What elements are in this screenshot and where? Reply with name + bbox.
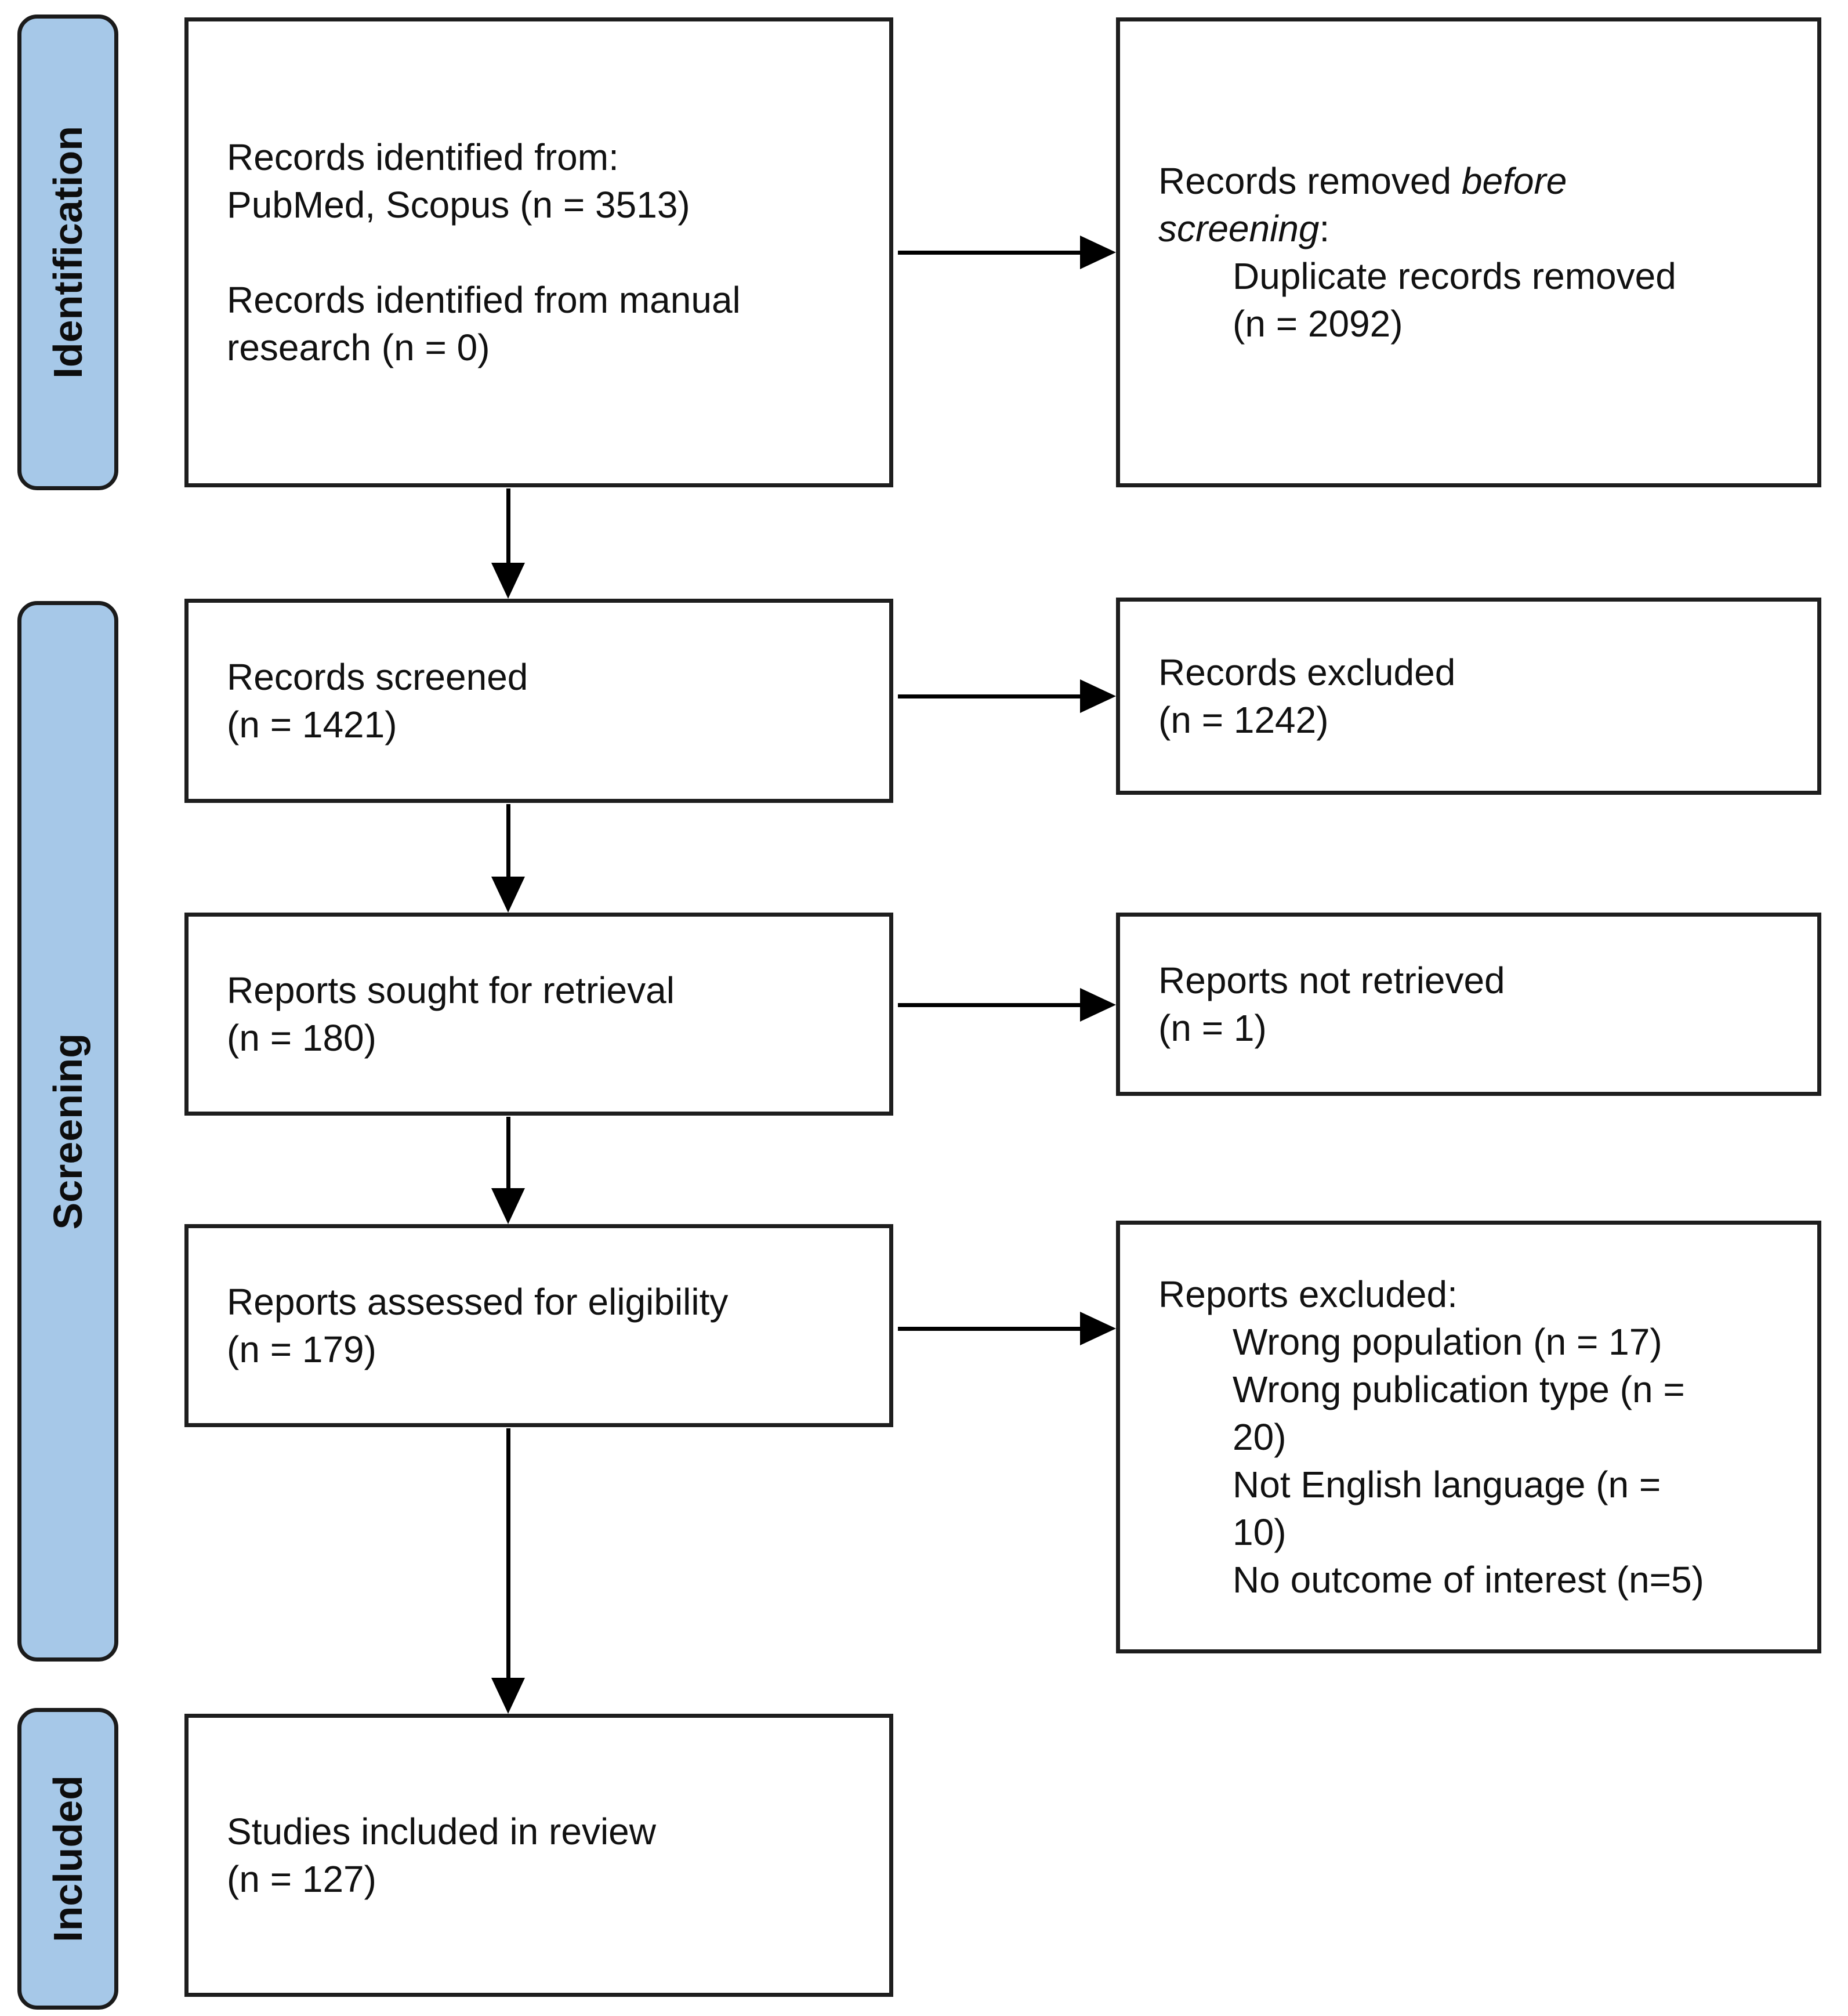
- box-records-removed: Records removed before screening: Duplic…: [1116, 17, 1821, 487]
- box-records-screened: Records screened (n = 1421): [184, 599, 893, 803]
- records-removed-item-duplicates: Duplicate records removed (n = 2092): [1233, 255, 1676, 345]
- box-records-excluded: Records excluded (n = 1242): [1116, 598, 1821, 795]
- records-removed-title-prefix: Records removed: [1158, 160, 1462, 202]
- box-reports-sought: Reports sought for retrieval (n = 180): [184, 913, 893, 1116]
- records-removed-title-suffix: :: [1319, 208, 1330, 249]
- stage-label-included: Included: [45, 1775, 90, 1942]
- box-records-identified: Records identified from: PubMed, Scopus …: [184, 17, 893, 487]
- stage-label-screening: Screening: [45, 1033, 90, 1230]
- arrow-line: [898, 1003, 1084, 1007]
- arrow-head: [491, 877, 525, 913]
- stage-bar-screening: Screening: [17, 601, 118, 1662]
- reports-sought-text: Reports sought for retrieval (n = 180): [227, 969, 675, 1059]
- reports-excluded-item-no-outcome: No outcome of interest (n=5): [1233, 1559, 1704, 1601]
- arrow-head: [1080, 988, 1116, 1022]
- arrow-line: [898, 694, 1084, 698]
- arrow-head: [1080, 236, 1116, 269]
- stage-label-identification: Identification: [45, 126, 90, 379]
- arrow-line: [506, 488, 510, 567]
- reports-excluded-title: Reports excluded:: [1158, 1273, 1458, 1315]
- arrow-line: [506, 1117, 510, 1191]
- box-reports-assessed: Reports assessed for eligibility (n = 17…: [184, 1224, 893, 1427]
- arrow-head: [491, 1188, 525, 1224]
- reports-assessed-text: Reports assessed for eligibility (n = 17…: [227, 1281, 729, 1370]
- reports-excluded-item-wrong-population: Wrong population (n = 17): [1233, 1321, 1662, 1363]
- arrow-head: [491, 1678, 525, 1714]
- records-identified-manual-text: Records identified from manual research …: [227, 279, 741, 368]
- records-screened-text: Records screened (n = 1421): [227, 656, 528, 745]
- records-identified-databases-text: Records identified from: PubMed, Scopus …: [227, 136, 690, 226]
- reports-excluded-item-not-english: Not English language (n = 10): [1233, 1464, 1661, 1553]
- arrow-line: [898, 1327, 1084, 1331]
- studies-included-text: Studies included in review (n = 127): [227, 1811, 656, 1900]
- arrow-line: [506, 804, 510, 879]
- records-removed-title: Records removed before screening:: [1158, 157, 1567, 252]
- records-removed-title-italic: before screening: [1158, 160, 1567, 249]
- reports-excluded-item-wrong-publication-type: Wrong publication type (n = 20): [1233, 1369, 1685, 1458]
- arrow-head: [491, 563, 525, 599]
- reports-not-retrieved-text: Reports not retrieved (n = 1): [1158, 960, 1505, 1049]
- box-studies-included: Studies included in review (n = 127): [184, 1714, 893, 1997]
- box-reports-not-retrieved: Reports not retrieved (n = 1): [1116, 913, 1821, 1096]
- arrow-head: [1080, 679, 1116, 713]
- records-excluded-text: Records excluded (n = 1242): [1158, 652, 1456, 741]
- arrow-line: [506, 1428, 510, 1681]
- stage-bar-identification: Identification: [17, 15, 118, 490]
- stage-bar-included: Included: [17, 1708, 118, 2010]
- arrow-head: [1080, 1312, 1116, 1345]
- arrow-line: [898, 251, 1084, 255]
- box-reports-excluded: Reports excluded: Wrong population (n = …: [1116, 1221, 1821, 1653]
